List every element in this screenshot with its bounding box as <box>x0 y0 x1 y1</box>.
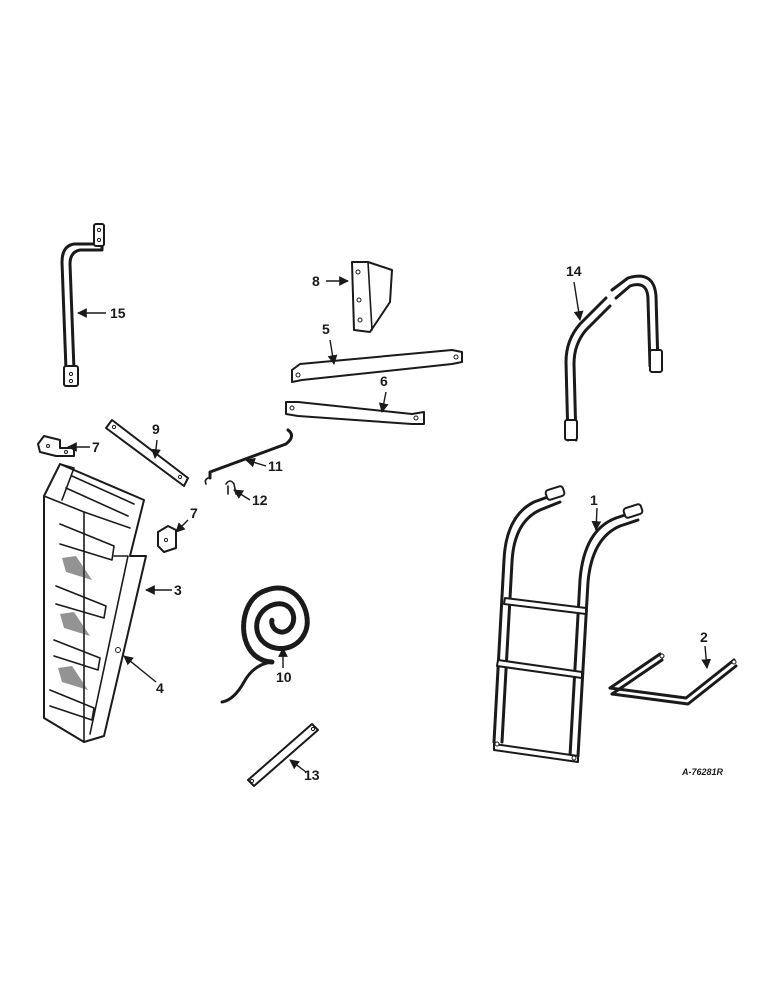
part-5-brace <box>291 349 463 383</box>
label-3: 3 <box>174 582 182 598</box>
part-14-rail <box>564 274 663 442</box>
part-7-bracket-upper <box>37 435 75 457</box>
label-11: 11 <box>268 458 283 474</box>
label-5: 5 <box>322 321 330 337</box>
callout-7a: 7 <box>67 439 100 455</box>
callout-2: 2 <box>700 629 712 669</box>
callout-12: 12 <box>233 489 268 508</box>
callout-7b: 7 <box>175 505 198 533</box>
callout-8: 8 <box>312 273 349 289</box>
callout-9: 9 <box>151 421 161 459</box>
label-1: 1 <box>590 492 598 508</box>
part-12-pin <box>225 480 237 495</box>
label-7b: 7 <box>190 505 198 521</box>
part-13-flat-bar <box>247 723 319 787</box>
callout-11: 11 <box>245 457 283 474</box>
label-4: 4 <box>156 680 164 696</box>
label-15: 15 <box>110 305 126 321</box>
callout-10: 10 <box>276 647 292 685</box>
label-7a: 7 <box>92 439 100 455</box>
callout-6: 6 <box>378 373 389 413</box>
label-14: 14 <box>566 263 582 279</box>
label-8: 8 <box>312 273 320 289</box>
part-6-brace <box>285 401 425 425</box>
label-2: 2 <box>700 629 708 645</box>
part-7-bracket-lower <box>157 525 177 553</box>
part-11-rod <box>204 428 293 485</box>
part-10-chain <box>220 585 310 704</box>
label-12: 12 <box>252 492 268 508</box>
label-13: 13 <box>304 767 320 783</box>
callout-5: 5 <box>322 321 338 365</box>
callout-13: 13 <box>289 759 320 783</box>
callout-1: 1 <box>590 492 602 531</box>
callout-14: 14 <box>566 263 584 321</box>
part-8-bracket <box>351 261 393 333</box>
label-10: 10 <box>276 669 292 685</box>
drawing-code: A-76281R <box>681 767 724 777</box>
part-15-handrail <box>60 223 105 387</box>
part-2-u-bar <box>608 652 738 706</box>
callout-15: 15 <box>77 305 126 321</box>
part-3-step-box <box>43 463 147 743</box>
callout-4: 4 <box>123 655 164 696</box>
callout-3: 3 <box>145 582 182 598</box>
part-9-strip <box>105 419 189 487</box>
label-6: 6 <box>380 373 388 389</box>
label-9: 9 <box>152 421 160 437</box>
part-1-ladder <box>492 485 644 763</box>
